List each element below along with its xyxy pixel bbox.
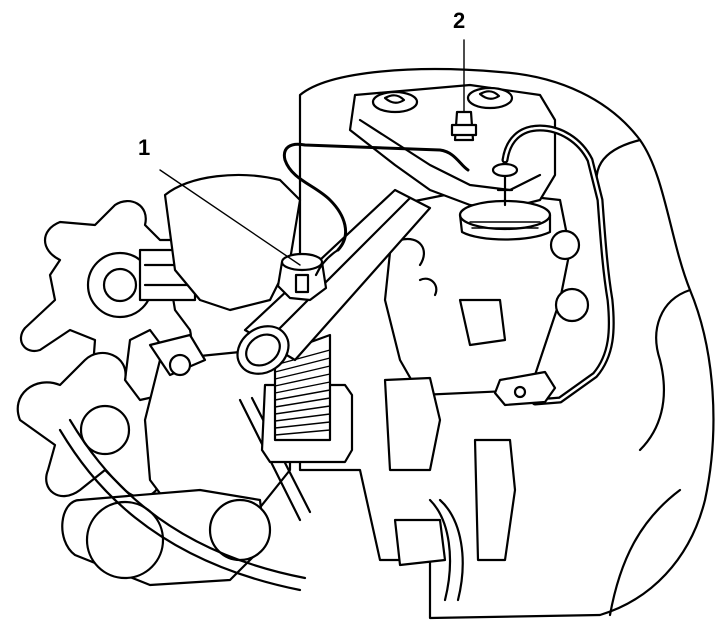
callout-1-label: 1 <box>138 135 150 160</box>
breather-hose <box>493 124 615 407</box>
lower-components <box>58 173 312 592</box>
lower-detail <box>383 376 517 602</box>
temperature-sensor <box>276 248 340 302</box>
callout-1-leader <box>159 169 301 266</box>
top-bracket <box>348 83 557 241</box>
water-outlet <box>236 188 432 464</box>
sensor-wire <box>282 142 470 252</box>
top-sensor <box>450 39 478 142</box>
corrugated-hose <box>273 333 332 442</box>
callout-2-label: 2 <box>453 8 465 33</box>
cylinder-head <box>383 188 590 397</box>
